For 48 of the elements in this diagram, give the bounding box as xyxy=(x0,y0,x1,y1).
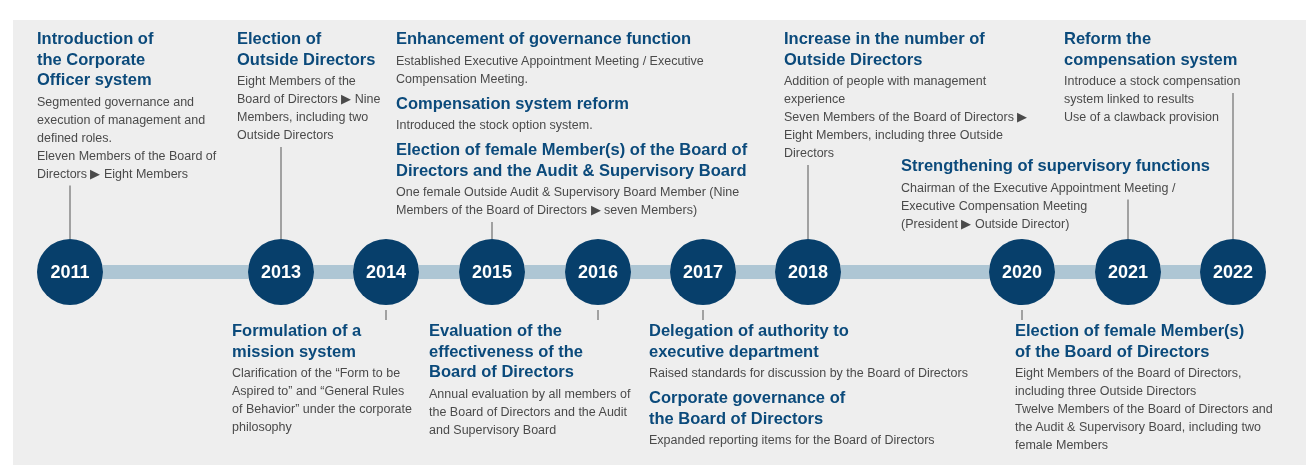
timeline-connector xyxy=(736,265,775,279)
event-heading: Delegation of authority to executive department xyxy=(649,320,850,361)
leader-line xyxy=(807,164,809,240)
timeline-connector xyxy=(419,265,459,279)
timeline-connector xyxy=(1161,265,1200,279)
event-description: One female Outside Audit & Supervisory Board Member (Nine Members of the Board of Directors ▶ seven Members) xyxy=(396,184,741,219)
event-description: Established Executive Appointment Meeting / Executive Compensation Meeting. xyxy=(396,52,705,88)
event-heading: Evaluation of the effectiveness of the Board of Directors xyxy=(429,320,585,382)
timeline-connector xyxy=(841,265,989,279)
event-description: Eleven Members of the Board of Directors ▶ Eight Members xyxy=(37,147,218,183)
leader-line xyxy=(385,309,387,321)
event-heading: Compensation system reform xyxy=(396,92,630,113)
event-description: Expanded reporting items for the Board of Directors xyxy=(649,432,936,449)
leader-line xyxy=(597,309,599,321)
event-heading: Corporate governance of the Board of Directors xyxy=(649,387,847,428)
event-heading: Election of female Member(s) of the Board of Directors and the Audit & Supervisory Board xyxy=(396,139,749,180)
timeline-connector xyxy=(631,265,670,279)
event-description: Eight Members of the Board of Directors, including three Outside Directors xyxy=(1015,365,1243,400)
event-heading: Election of female Member(s) of the Board of Directors xyxy=(1015,320,1246,361)
event-description: Segmented governance and execution of management and defined roles. xyxy=(37,93,207,147)
event-description: Raised standards for discussion by the Board of Directors xyxy=(649,365,969,382)
event-description: Eight Members of the Board of Directors ▶ Nine Members, including two Outside Directors xyxy=(237,73,382,144)
event-description: Use of a clawback provision xyxy=(1064,109,1220,126)
event-heading: Introduction of the Corporate Officer system xyxy=(37,28,155,90)
leader-line xyxy=(702,309,704,321)
timeline-connector xyxy=(314,265,353,279)
event-heading: Increase in the number of Outside Directors xyxy=(784,28,986,69)
leader-line xyxy=(69,185,71,240)
event-heading: Enhancement of governance function xyxy=(396,28,693,49)
event-heading: Election of Outside Directors xyxy=(237,28,377,69)
leader-line xyxy=(491,221,493,240)
event-heading: Formulation of a mission system xyxy=(232,320,363,361)
timeline-connector xyxy=(103,265,248,279)
event-description: Addition of people with management experience xyxy=(784,73,988,108)
event-description: Introduce a stock compensation system linked to results xyxy=(1064,73,1242,108)
event-description: Twelve Members of the Board of Directors and the Audit & Supervisory Board, including two female Members xyxy=(1015,401,1274,454)
event-heading: Reform the compensation system xyxy=(1064,28,1239,69)
timeline-connector xyxy=(1055,265,1095,279)
event-description: Chairman of the Executive Appointment Meeting / Executive Compensation Meeting xyxy=(901,179,1177,215)
leader-line xyxy=(1232,92,1234,240)
event-description: Annual evaluation by all members of the Board of Directors and the Audit and Supervisory Board xyxy=(429,385,632,439)
event-description: Clarification of the “Form to be Aspired to” and “General Rules of Behavior” under the corporate philosophy xyxy=(232,365,412,436)
timeline-connector xyxy=(525,265,565,279)
event-description: (President ▶ Outside Director) xyxy=(901,215,1071,233)
leader-line xyxy=(1127,199,1129,240)
leader-line xyxy=(280,146,282,240)
leader-line xyxy=(1021,309,1023,321)
event-description: Introduced the stock option system. xyxy=(396,117,594,134)
